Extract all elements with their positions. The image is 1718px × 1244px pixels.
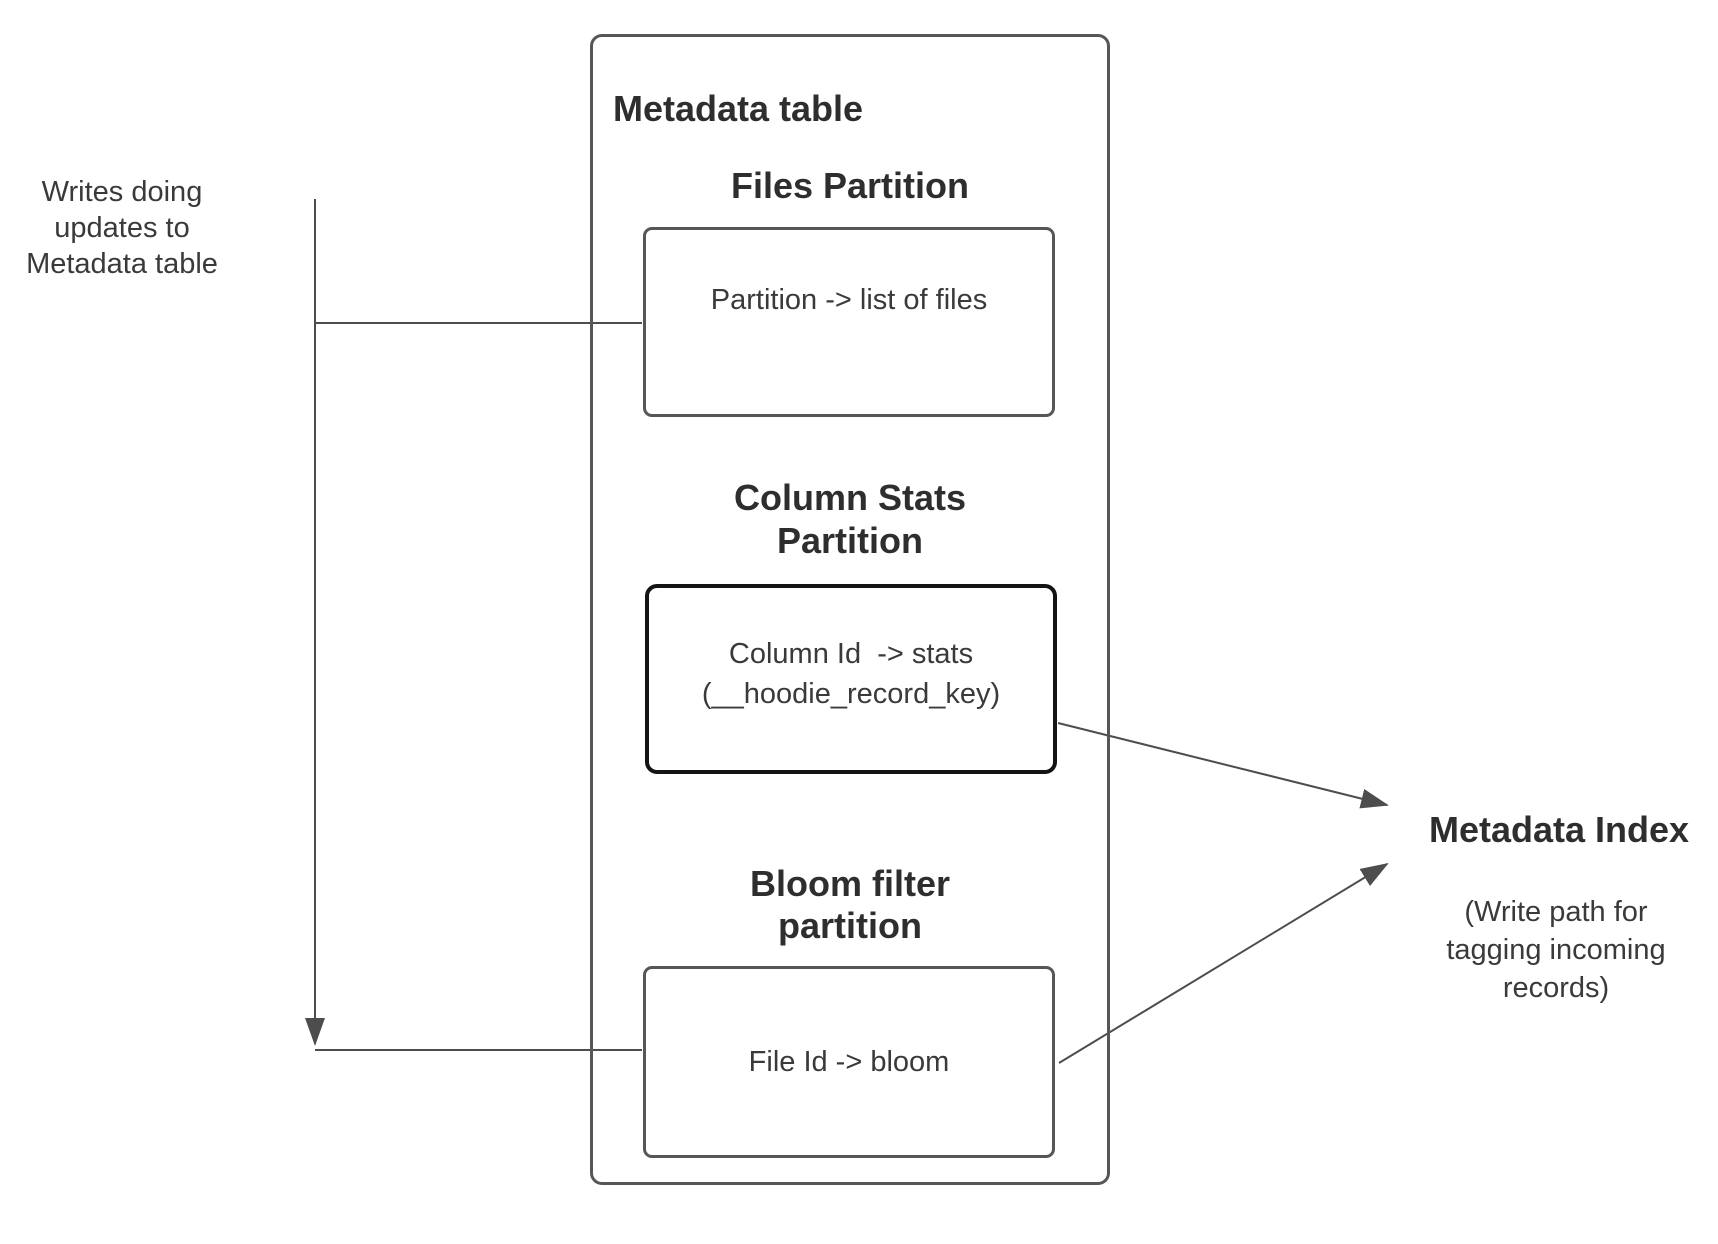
bloom-filter-partition-heading: Bloom filter partition <box>590 863 1110 947</box>
files-partition-heading: Files Partition <box>730 165 970 206</box>
files-partition-box-label: Partition -> list of files <box>710 284 988 316</box>
bloom-filter-box-label: File Id -> bloom <box>748 1046 950 1078</box>
column-stats-partition-box: Column Id -> stats (__hoodie_record_key) <box>645 584 1057 774</box>
writes-note: Writes doing updates to Metadata table <box>2 174 242 282</box>
bloom-filter-partition-box: File Id -> bloom <box>643 966 1055 1158</box>
writes-note-line: updates to <box>54 212 190 244</box>
metadata-table-title: Metadata table <box>613 88 864 129</box>
metadata-index-title: Metadata Index <box>1428 809 1690 850</box>
metadata-index-subtitle-line: (Write path for <box>1464 896 1648 928</box>
column-stats-box-line: Column Id -> stats <box>728 638 974 670</box>
writes-note-line: Metadata table <box>26 248 218 280</box>
writes-note-line: Writes doing <box>41 176 203 208</box>
bloom-heading-line: Bloom filter <box>749 863 950 904</box>
metadata-index-subtitle: (Write path for tagging incoming records… <box>1406 893 1706 1007</box>
column-stats-heading-line: Partition <box>776 520 923 561</box>
metadata-index-subtitle-line: records) <box>1502 972 1610 1004</box>
column-stats-partition-heading: Column Stats Partition <box>590 476 1110 562</box>
bloom-heading-line: partition <box>778 905 922 946</box>
column-stats-box-line: (__hoodie_record_key) <box>701 678 1001 710</box>
metadata-index-subtitle-line: tagging incoming <box>1446 934 1666 966</box>
metadata-table-container <box>590 34 1110 1185</box>
files-partition-box: Partition -> list of files <box>643 227 1055 417</box>
column-stats-heading-line: Column Stats <box>733 477 966 518</box>
